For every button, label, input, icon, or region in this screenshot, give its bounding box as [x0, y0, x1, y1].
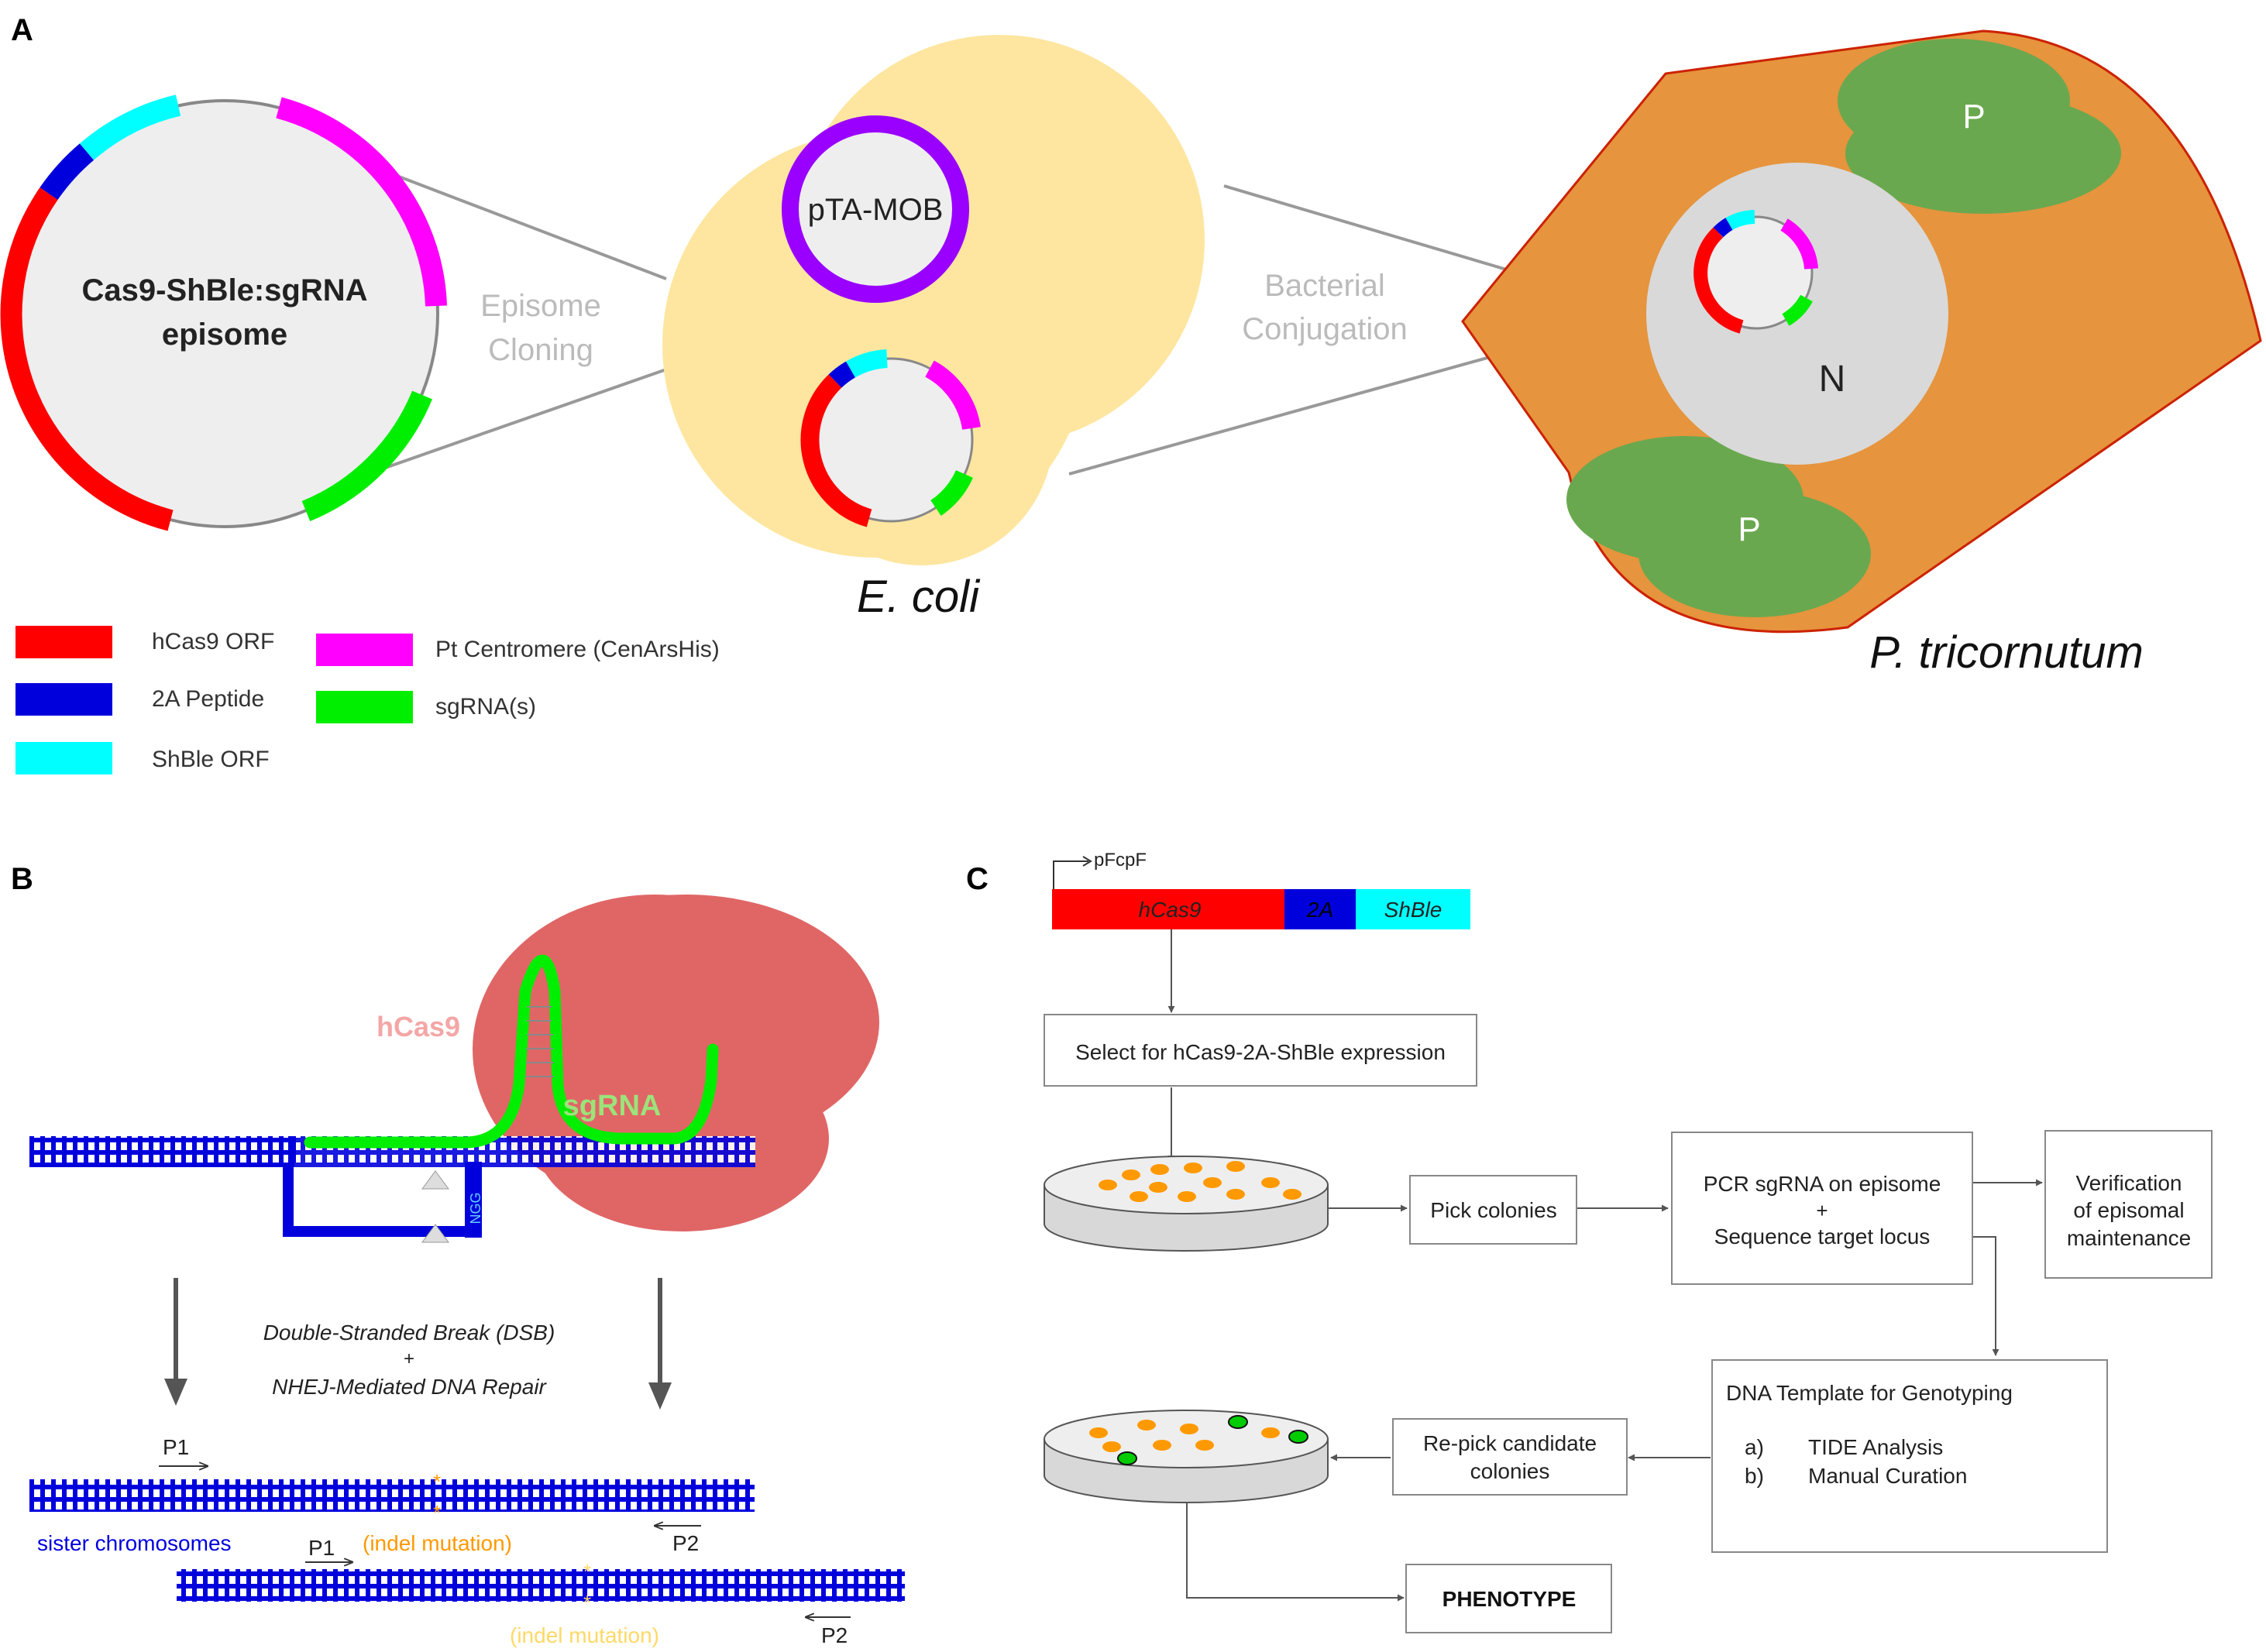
small-episome-ecoli [800, 349, 981, 527]
gene-hcas9: hCas9 [1139, 898, 1202, 922]
dna-item-b: Manual Curation [1808, 1464, 1967, 1488]
repair-arrows [174, 1278, 662, 1394]
sister-chromosome-bottom: * * [177, 1560, 905, 1614]
dna-item-a: TIDE Analysis [1808, 1435, 1943, 1459]
legend-swatch-sgrna [316, 691, 413, 723]
legend-label-centromere: Pt Centromere (CenArsHis) [435, 637, 720, 662]
mutation-star-bottom-2: * [583, 1591, 591, 1614]
pick-box: Pick colonies [1409, 1175, 1577, 1245]
primer-p1-bottom: P1 [308, 1536, 335, 1560]
hcas9-protein-label: hCas9 [377, 1011, 460, 1042]
dsb-label-line1: Double-Stranded Break (DSB) [263, 1321, 555, 1345]
verification-line2: of episomal [2073, 1198, 2184, 1222]
legend-swatch-shble [15, 742, 112, 774]
legend-label-sgrna: sgRNA(s) [435, 694, 536, 720]
p-tricornutum-label: P. tricornutum [1869, 627, 2144, 678]
promoter-arrow [1053, 856, 1092, 889]
small-episome-nucleus [1693, 210, 1818, 334]
mutation-star-top-2: * [433, 1501, 441, 1524]
nucleus-label: N [1819, 359, 1846, 400]
pcr-box: PCR sgRNA on episome + Sequence target l… [1671, 1132, 1973, 1285]
colonies-2 [1089, 1415, 1308, 1465]
bacterial-conjugation-line2: Conjugation [1242, 312, 1408, 346]
e-coli-cell [662, 35, 1205, 565]
promoter-label: pFcpF [1094, 850, 1147, 871]
pcr-text-line1: PCR sgRNA on episome [1704, 1172, 1941, 1196]
bacterial-conjugation-line1: Bacterial [1264, 269, 1385, 303]
cut-site-marker-top [421, 1170, 449, 1190]
phenotype-text: PHENOTYPE [1442, 1587, 1577, 1611]
select-box: Select for hCas9-2A-ShBle expression [1044, 1014, 1477, 1087]
legend-label-peptide: 2A Peptide [152, 686, 264, 712]
pcr-text-line2: Sequence target locus [1714, 1224, 1931, 1248]
verification-line3: maintenance [2067, 1226, 2191, 1250]
pcr-text-plus: + [1816, 1199, 1828, 1222]
repair-arrowhead-left [164, 1379, 187, 1406]
dsb-label-line2: NHEJ-Mediated DNA Repair [272, 1375, 547, 1399]
large-episome: Cas9-ShBle:sgRNA episome [0, 94, 447, 531]
primer-p1-top: P1 [163, 1435, 189, 1459]
dna-item-b-marker: b) [1745, 1464, 1764, 1488]
dsb-label-plus: + [404, 1348, 414, 1369]
panel-label-a: A [11, 13, 33, 47]
repick-box: Re-pick candidate colonies [1392, 1418, 1628, 1496]
indel-label-bottom: (indel mutation) [510, 1623, 659, 1647]
sgrna-label: sgRNA [563, 1090, 662, 1122]
repick-line1: Re-pick candidate [1423, 1431, 1597, 1455]
legend-swatch-centromere [316, 634, 413, 666]
plastid-top [1838, 39, 2121, 214]
plastid-bottom-label: P [1738, 510, 1760, 548]
episome-cloning-line2: Cloning [488, 333, 593, 367]
gene-construct: hCas9 2A ShBle [1052, 889, 1470, 929]
sister-chromosomes-label: sister chromosomes [37, 1531, 232, 1555]
mutation-star-top-1: * [433, 1470, 441, 1493]
colonies-1 [1099, 1161, 1301, 1202]
hcas9-protein [473, 895, 879, 1231]
petri-dish-1 [1044, 1156, 1329, 1252]
verification-line1: Verification [2076, 1171, 2182, 1195]
panel-label-c: C [966, 862, 989, 896]
select-text: Select for hCas9-2A-ShBle expression [1075, 1040, 1446, 1064]
sister-chromosome-top: * * [29, 1470, 755, 1524]
indel-label-top: (indel mutation) [363, 1531, 512, 1555]
repair-arrowhead-right [648, 1382, 672, 1410]
repick-line2: colonies [1470, 1459, 1550, 1483]
flow-arrows [1167, 929, 2043, 1602]
dna-template-title: DNA Template for Genotyping [1726, 1381, 2013, 1405]
legend: hCas9 ORF 2A Peptide ShBle ORF Pt Centro… [15, 626, 720, 774]
verification-box: Verification of episomal maintenance [2044, 1130, 2213, 1279]
pam-label: NGG [468, 1192, 483, 1224]
plastid-bottom [1566, 436, 1871, 617]
p-tricornutum-cell: P P N [1461, 29, 2262, 634]
pick-text: Pick colonies [1430, 1198, 1556, 1222]
gene-2a: 2A [1306, 898, 1333, 922]
episome-cloning-line1: Episome [480, 289, 601, 323]
sgrna-strand [304, 954, 719, 1149]
episome-cloning-lines [371, 175, 1539, 476]
dna-template-box: DNA Template for Genotyping a) TIDE Anal… [1711, 1359, 2108, 1553]
legend-swatch-hcas9 [15, 626, 112, 658]
e-coli-label: E. coli [857, 572, 981, 622]
episome-label-line1: Cas9-ShBle:sgRNA [82, 273, 368, 307]
primer-p2-top: P2 [672, 1531, 699, 1555]
cut-site-marker-bottom [421, 1224, 449, 1243]
legend-label-shble: ShBle ORF [152, 747, 270, 772]
gene-shble: ShBle [1384, 898, 1442, 922]
dna-item-a-marker: a) [1745, 1435, 1764, 1459]
plastid-top-label: P [1962, 98, 1985, 136]
episome-label-line2: episome [162, 318, 287, 352]
phenotype-box: PHENOTYPE [1405, 1564, 1612, 1633]
panel-label-b: B [11, 862, 33, 896]
pta-mob-plasmid: pTA-MOB [782, 115, 969, 303]
primer-p2-bottom: P2 [821, 1623, 848, 1647]
sgrna-rungs [525, 1006, 554, 1077]
mutation-star-bottom-1: * [583, 1560, 591, 1583]
petri-dish-2 [1044, 1410, 1329, 1503]
pta-mob-label: pTA-MOB [808, 193, 944, 227]
legend-label-hcas9: hCas9 ORF [152, 629, 274, 654]
legend-swatch-peptide [15, 683, 112, 716]
